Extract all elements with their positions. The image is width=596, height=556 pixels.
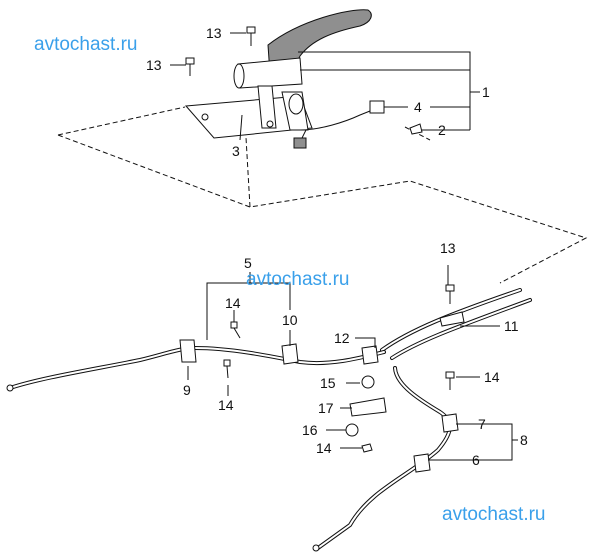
callout-4: 4 <box>414 99 422 115</box>
callout-12: 12 <box>334 330 350 346</box>
cable-guide-right <box>380 284 532 360</box>
watermark-top: avtochast.ru <box>34 34 138 55</box>
callout-13-right: 13 <box>440 240 456 256</box>
callout-15: 15 <box>320 375 336 391</box>
rear-cables-6-7 <box>312 366 459 552</box>
callout-3: 3 <box>232 143 240 159</box>
callout-10: 10 <box>282 312 298 328</box>
bolt-13-left <box>185 57 195 76</box>
front-cable-5 <box>6 339 386 392</box>
callout-14-d: 14 <box>316 440 332 456</box>
floor-outline <box>57 106 588 284</box>
callout-6: 6 <box>472 452 480 468</box>
small-fasteners <box>223 321 455 453</box>
callout-5: 5 <box>244 255 252 271</box>
callout-13-left: 13 <box>146 57 162 73</box>
callout-14-c: 14 <box>484 369 500 385</box>
watermark-middle: avtochast.ru <box>246 269 350 290</box>
callout-leaders <box>170 32 518 461</box>
callout-7: 7 <box>478 416 486 432</box>
callout-17: 17 <box>318 400 334 416</box>
callout-14-b: 14 <box>218 397 234 413</box>
bolt-13-top <box>246 26 256 46</box>
callout-8: 8 <box>520 432 528 448</box>
callout-16: 16 <box>302 422 318 438</box>
parking-lever-assembly <box>184 9 423 149</box>
callout-9: 9 <box>183 382 191 398</box>
callout-2: 2 <box>438 122 446 138</box>
callout-13-top: 13 <box>206 25 222 41</box>
callout-14-a: 14 <box>225 295 241 311</box>
callout-11: 11 <box>504 318 519 334</box>
callout-1: 1 <box>482 84 490 100</box>
watermark-bottom: avtochast.ru <box>442 504 546 525</box>
